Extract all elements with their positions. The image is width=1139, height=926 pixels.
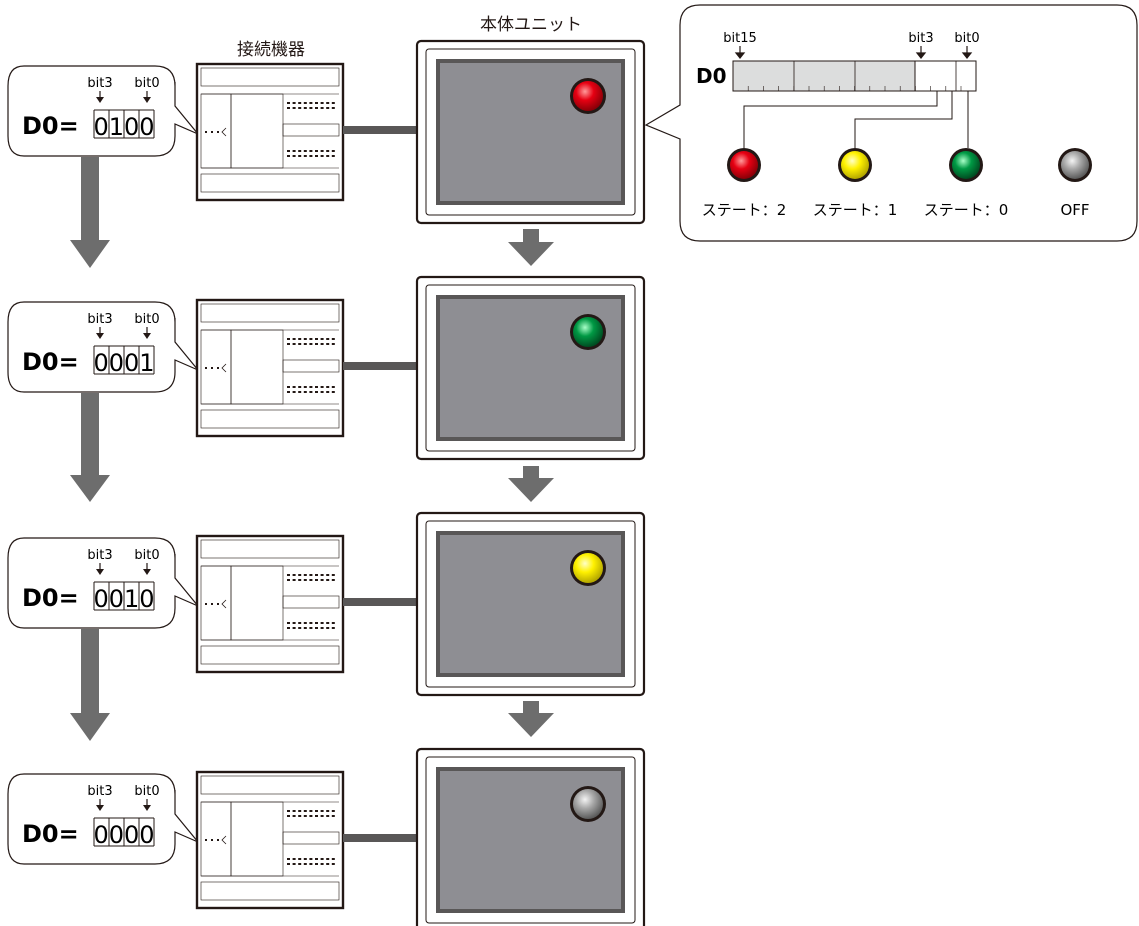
register-prefix: D0= [22, 112, 79, 140]
main-unit [415, 511, 646, 697]
register-prefix: D0= [22, 820, 79, 848]
left-down-arrow-1 [70, 157, 110, 268]
cable [343, 126, 417, 134]
value-callout-bubble [7, 301, 199, 393]
cable [343, 362, 417, 370]
register-value: 0000 [93, 821, 154, 849]
register-bit0-label: bit0 [954, 31, 979, 46]
bit-arrow-head [143, 805, 151, 811]
register-value: 0010 [93, 585, 154, 613]
register-bit-arrows [734, 46, 973, 59]
lamp-yellow-icon [570, 550, 606, 586]
left-down-arrow-3 [70, 629, 110, 741]
register-value-box [93, 345, 155, 375]
register-prefix: D0= [22, 348, 79, 376]
value-callout-bubble [7, 773, 199, 865]
register-prefix: D0= [22, 584, 79, 612]
main-unit [415, 275, 646, 461]
bit-arrow-head [96, 333, 104, 339]
bit0-label: bit0 [134, 548, 159, 563]
main-unit [415, 747, 646, 926]
connected-device [195, 298, 345, 438]
value-callout-bubble [7, 537, 199, 629]
register-value-box [93, 817, 155, 847]
register-name: D0 [696, 64, 727, 88]
cable [343, 598, 417, 606]
bit3-label: bit3 [87, 76, 112, 91]
legend-label-state1: ステート：1 [813, 201, 898, 219]
value-callout-bubble [7, 65, 199, 157]
register-bit15-label: bit15 [723, 31, 757, 46]
lamp-gray-icon [570, 786, 606, 822]
bit-arrow-head [143, 97, 151, 103]
bit0-label: bit0 [134, 76, 159, 91]
legend-lamp-gray [1058, 148, 1092, 182]
flow-arrows [70, 157, 554, 741]
bit0-label: bit0 [134, 784, 159, 799]
bit-arrow-head [96, 805, 104, 811]
right-down-arrow-3 [508, 701, 554, 737]
right-down-arrow-1 [508, 229, 554, 266]
bit-arrow-head [96, 569, 104, 575]
connected-device [195, 770, 345, 910]
bit3-label: bit3 [87, 312, 112, 327]
cable [343, 834, 417, 842]
unit-header: 本体ユニット [480, 15, 582, 35]
register-bit3-label: bit3 [908, 31, 933, 46]
register-value-box [93, 109, 155, 139]
register-callout: bit15 bit3 bit0 D0 [644, 4, 1138, 242]
connected-device [195, 62, 345, 202]
bit3-label: bit3 [87, 784, 112, 799]
legend-label-off: OFF [1060, 201, 1089, 219]
register-bar [732, 60, 977, 92]
bit-arrow-head [96, 97, 104, 103]
register-value: 0100 [93, 113, 154, 141]
bit-arrow-head [143, 569, 151, 575]
device-header: 接続機器 [237, 40, 305, 60]
bit3-label: bit3 [87, 548, 112, 563]
main-unit [415, 39, 646, 225]
connected-device [195, 534, 345, 674]
register-value: 0001 [93, 349, 154, 377]
legend-lamp-red [727, 148, 761, 182]
register-value-box [93, 581, 155, 611]
legend-lamp-green [949, 148, 983, 182]
legend-lamp-yellow [838, 148, 872, 182]
bit-arrow-head [143, 333, 151, 339]
bit-connector-lines [743, 91, 969, 148]
left-down-arrow-2 [70, 393, 110, 502]
legend-label-state0: ステート：0 [924, 201, 1009, 219]
lamp-green-icon [570, 314, 606, 350]
legend-label-state2: ステート：2 [702, 201, 787, 219]
bit0-label: bit0 [134, 312, 159, 327]
lamp-red-icon [570, 78, 606, 114]
right-down-arrow-2 [508, 466, 554, 502]
